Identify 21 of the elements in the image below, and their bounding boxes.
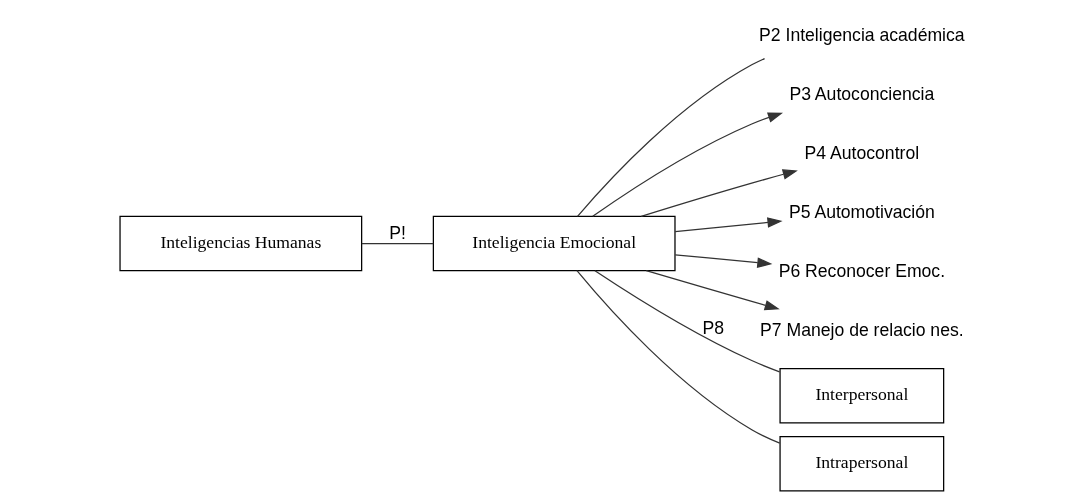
node-text: P2 Inteligencia académica (758, 24, 965, 45)
node-box: Inteligencias Humanas (118, 215, 362, 272)
node-text: P7 Manejo de relacio nes. (759, 320, 964, 341)
node-text: P5 Automotivación (788, 201, 935, 222)
node-box: Intrapersonal (778, 436, 944, 492)
arrow (674, 217, 783, 233)
arrow (674, 254, 772, 268)
connector (360, 242, 434, 245)
connector (576, 57, 765, 218)
arrow (645, 270, 780, 311)
arrow (640, 169, 798, 217)
node-box: Inteligencia Emocional (432, 215, 676, 272)
edge-label: P8 (702, 318, 724, 339)
arrow (591, 112, 783, 217)
node-text: P6 Reconocer Emoc. (778, 261, 945, 282)
node-text: P4 Autocontrol (804, 142, 919, 163)
node-text: P3 Autoconciencia (788, 83, 934, 104)
connector (575, 270, 780, 444)
connector (593, 270, 780, 373)
edge-label: P! (388, 222, 406, 243)
node-box: Interpersonal (778, 368, 944, 424)
